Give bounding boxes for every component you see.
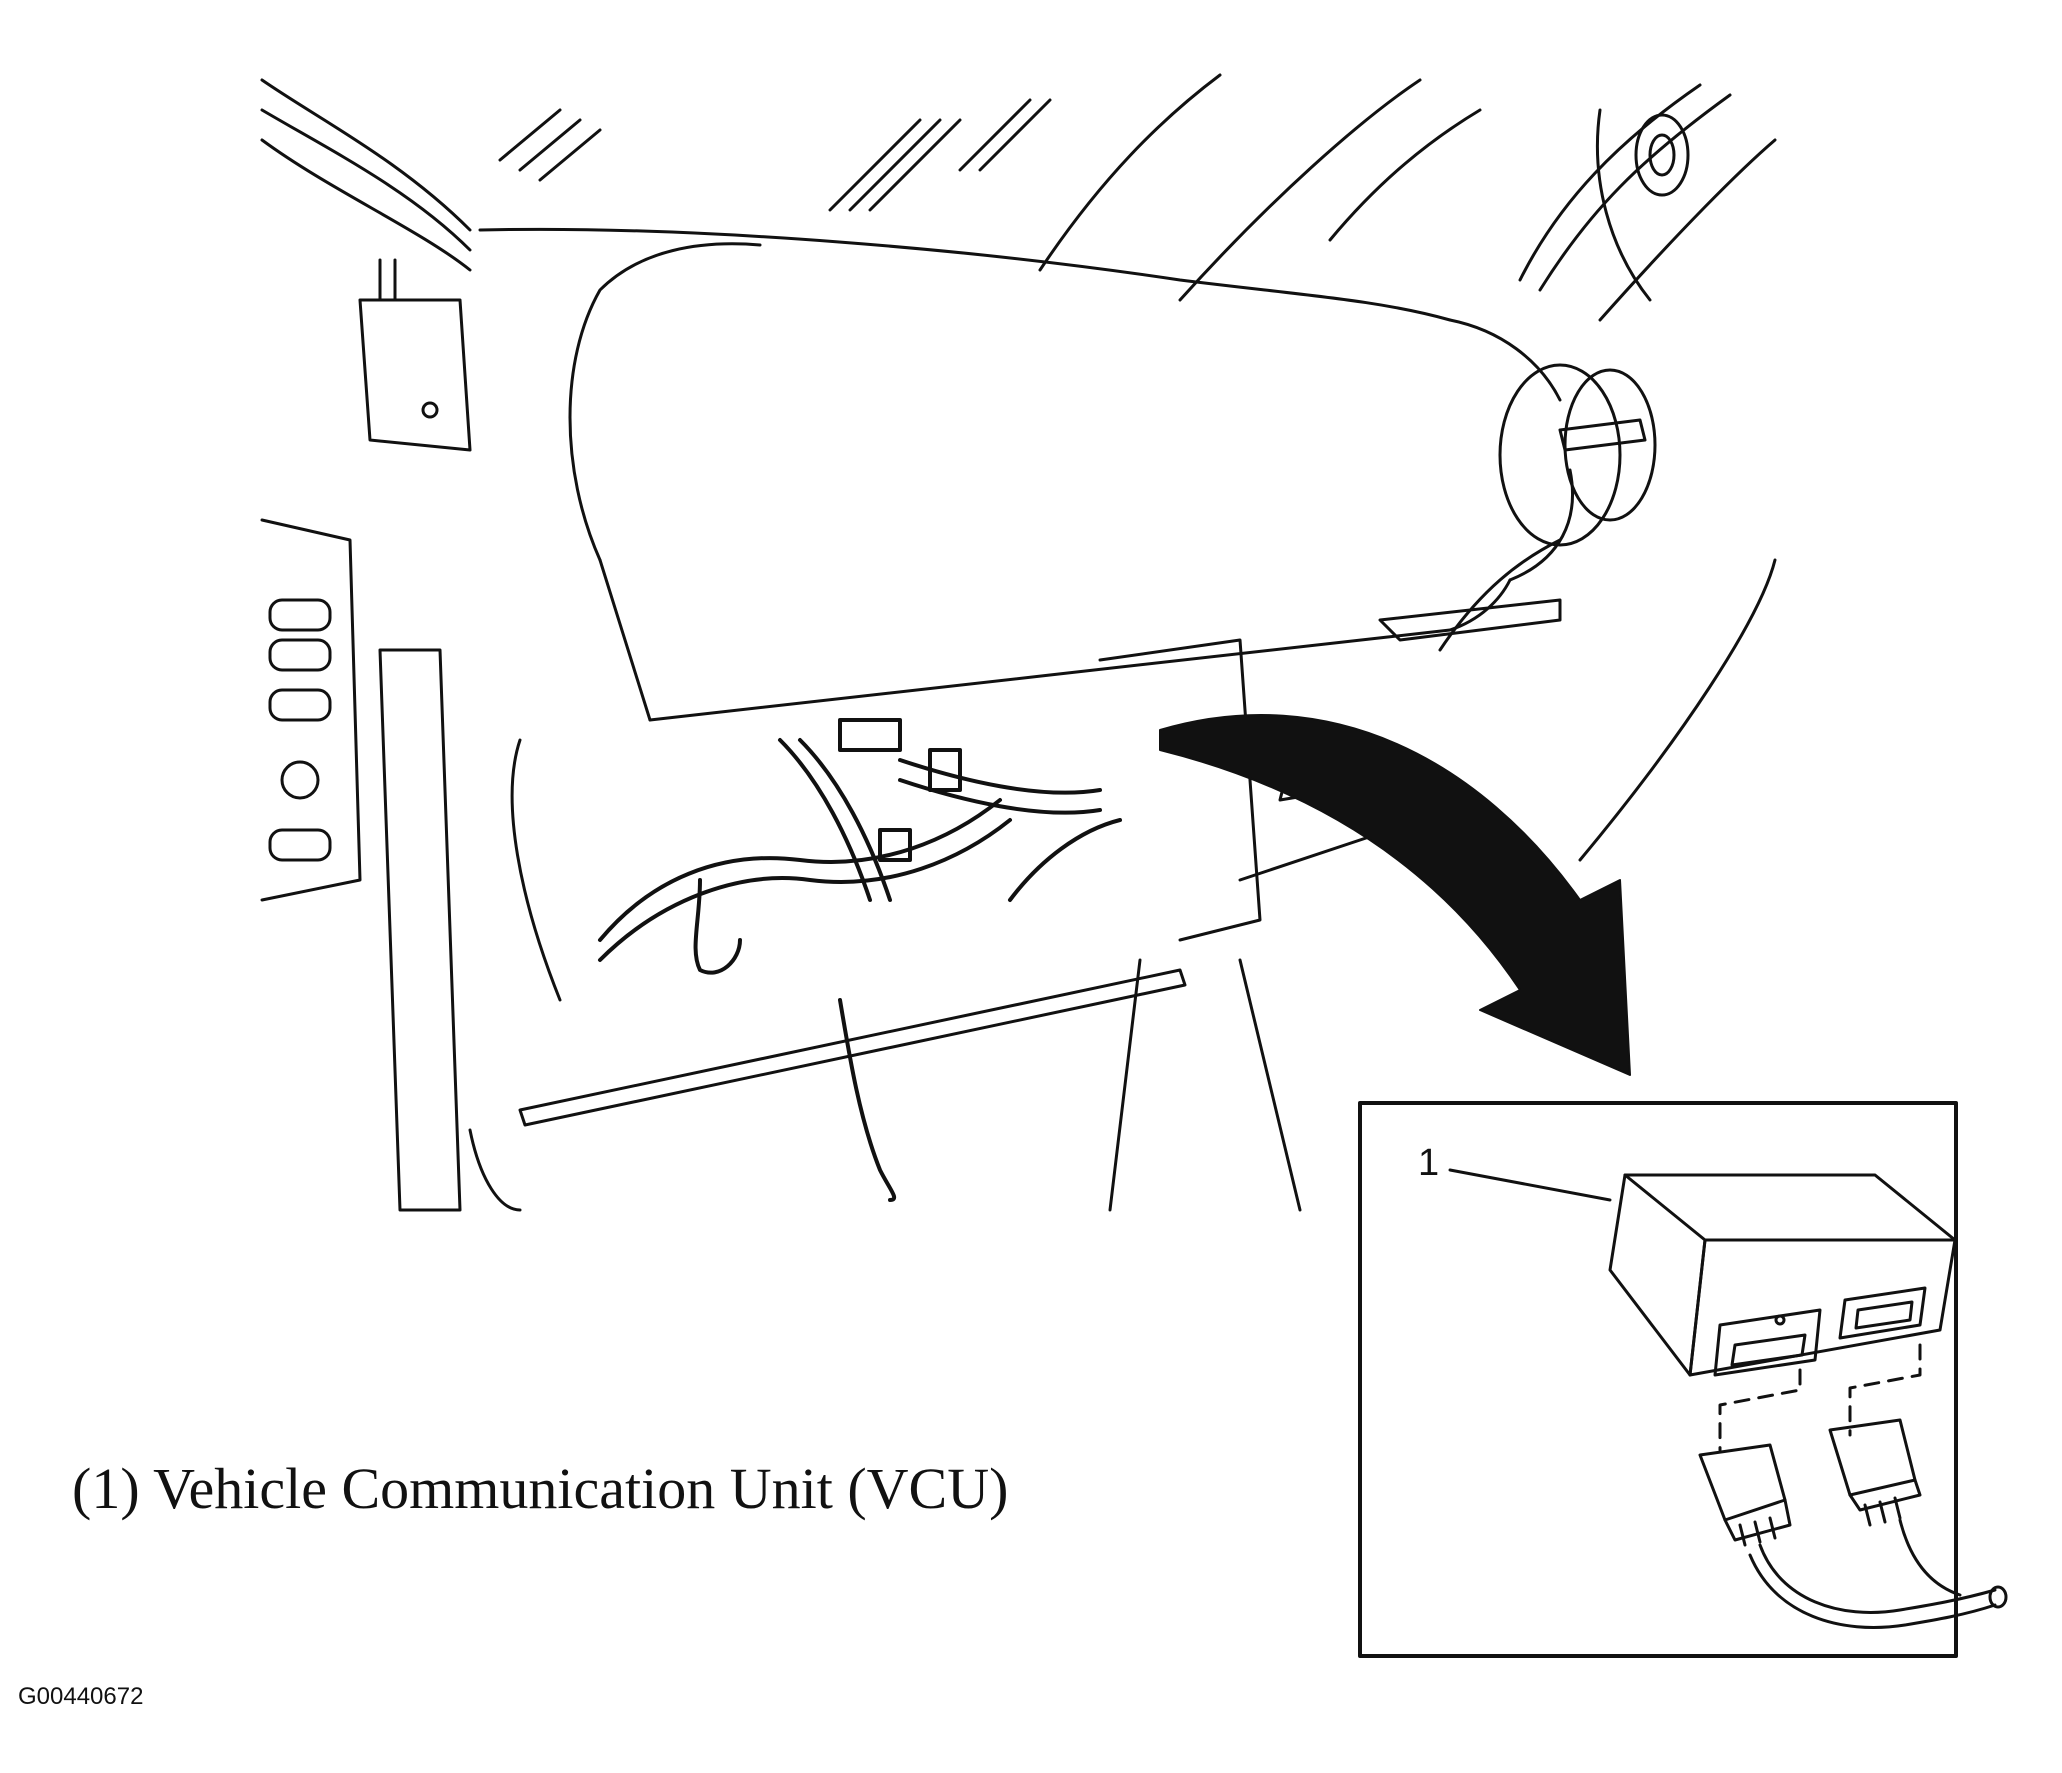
harness-connectors	[1698, 1418, 2008, 1629]
center-stack	[260, 258, 472, 1212]
pointer-arrow	[1159, 714, 1631, 1076]
figure-id: G00440672	[18, 1683, 144, 1710]
callout-leader-line	[1448, 1168, 1612, 1202]
windshield-contours	[260, 73, 1777, 862]
inset-detail-box	[1358, 1101, 1958, 1658]
alignment-dashes	[1718, 1343, 1922, 1452]
callout-number-1: 1	[1418, 1142, 1440, 1184]
vcu-module	[1608, 1173, 1957, 1377]
dash-panel	[478, 227, 1657, 722]
speaker-grille	[1596, 108, 1690, 302]
wire-harness	[598, 718, 1122, 1202]
figure-caption: (1) Vehicle Communication Unit (VCU)	[72, 1456, 1009, 1521]
